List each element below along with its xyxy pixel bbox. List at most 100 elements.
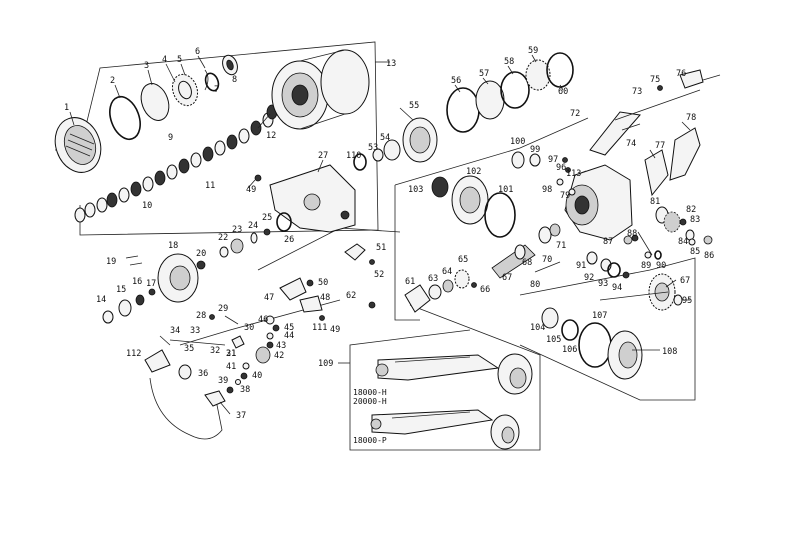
callout-3: 3 <box>144 61 149 71</box>
side-plate-part <box>157 253 199 303</box>
bail-arm-part <box>589 111 641 156</box>
callout-49-bottom: 49 <box>330 325 340 335</box>
washer-24-part <box>250 232 258 244</box>
bail-wire-73-part <box>614 89 701 121</box>
screw-49-part <box>254 174 262 182</box>
handle-variant-h-line2: 20000-H <box>353 397 387 406</box>
callout-80: 80 <box>530 280 540 290</box>
screw-88-part <box>631 234 639 242</box>
bail-arm-77-part <box>644 149 669 197</box>
callout-67-pinion: 67 <box>502 273 512 283</box>
linkage-parts <box>144 277 325 440</box>
clip-part <box>204 69 209 91</box>
callout-88: 88 <box>627 229 637 239</box>
callout-89: 89 <box>641 261 651 271</box>
callout-61: 61 <box>405 277 415 287</box>
frame-handle <box>349 304 541 451</box>
bearing-103-part <box>431 176 449 198</box>
washer-41-part <box>242 362 250 370</box>
callout-104: 104 <box>530 323 545 333</box>
callout-6: 6 <box>195 47 200 57</box>
callout-28: 28 <box>196 311 206 321</box>
ring-56-part <box>446 87 480 133</box>
callout-27: 27 <box>318 151 328 161</box>
callout-113: 113 <box>566 169 581 179</box>
callout-72: 72 <box>570 109 580 119</box>
callout-34: 34 <box>170 326 180 336</box>
cover-51-part <box>344 243 366 261</box>
callout-43: 43 <box>276 341 286 351</box>
callout-59: 59 <box>528 46 538 56</box>
bail-wire-37-part <box>149 377 223 440</box>
washer-46-part <box>265 315 275 325</box>
reel-body-part <box>269 164 356 233</box>
callout-26: 26 <box>284 235 294 245</box>
callout-96: 96 <box>556 163 566 173</box>
callout-68: 68 <box>522 258 532 268</box>
washer-44-part <box>266 332 274 340</box>
callout-112: 112 <box>126 349 141 359</box>
callout-17: 17 <box>146 279 156 289</box>
collar-85-part <box>688 238 696 246</box>
callout-23: 23 <box>232 225 242 235</box>
drive-gear-67-part <box>599 273 676 311</box>
callout-55: 55 <box>409 101 419 111</box>
callout-56: 56 <box>451 76 461 86</box>
bearing-54-part <box>383 139 401 161</box>
callout-46: 46 <box>258 315 268 325</box>
callout-37: 37 <box>236 411 246 421</box>
plate-61-part <box>404 284 431 313</box>
shaft-80-part <box>534 261 561 273</box>
spool-parts <box>54 49 370 223</box>
drag-washer-stack <box>74 112 274 223</box>
callout-44: 44 <box>284 331 294 341</box>
callout-94: 94 <box>612 283 622 293</box>
collar-64-part <box>442 279 454 293</box>
callout-64: 64 <box>442 267 452 277</box>
callout-16: 16 <box>132 277 142 287</box>
callout-33: 33 <box>190 326 200 336</box>
callout-110: 110 <box>346 151 361 161</box>
callout-83: 83 <box>690 215 700 225</box>
washer-89-part <box>644 251 652 259</box>
screw-25-part <box>263 228 271 236</box>
ring-110-part <box>353 153 367 171</box>
callout-75: 75 <box>650 75 660 85</box>
callout-103: 103 <box>408 185 423 195</box>
callout-19: 19 <box>106 257 116 267</box>
callout-71: 71 <box>556 241 566 251</box>
screw-97-part <box>562 157 568 163</box>
screw-62-part <box>368 301 376 309</box>
washer-91-part <box>586 251 598 265</box>
callout-67-gear: 67 <box>680 276 690 286</box>
callout-65: 65 <box>458 255 468 265</box>
bail-arm-78-part <box>669 127 701 181</box>
callout-57: 57 <box>479 69 489 79</box>
bearing-63-part <box>428 284 442 300</box>
washer-16-part <box>135 294 145 306</box>
callout-97: 97 <box>548 155 558 165</box>
callout-30: 30 <box>244 323 254 333</box>
bail-clip-37-part <box>204 390 226 407</box>
callout-20: 20 <box>196 249 206 259</box>
callout-100: 100 <box>510 137 525 147</box>
callout-78: 78 <box>686 113 696 123</box>
frame-rotor-top <box>394 117 589 186</box>
ring-105-part <box>561 319 579 341</box>
callout-numbers: 1 2 3 4 5 6 7 8 9 10 11 12 13 14 15 16 1… <box>64 46 714 421</box>
screw-66-part <box>471 282 477 288</box>
screw-40-part <box>240 372 248 380</box>
gear-23-part <box>230 238 244 254</box>
callout-90: 90 <box>656 261 666 271</box>
collar-98-part <box>556 178 564 186</box>
callout-36: 36 <box>198 369 208 379</box>
callout-74: 74 <box>626 139 636 149</box>
o-ring-107-part <box>578 322 612 368</box>
washer-57-part <box>475 80 505 120</box>
callout-58: 58 <box>504 57 514 67</box>
spool-part <box>271 49 370 130</box>
callout-35: 35 <box>184 344 194 354</box>
cap-86-part <box>703 235 713 245</box>
callout-60: 60 <box>558 87 568 97</box>
